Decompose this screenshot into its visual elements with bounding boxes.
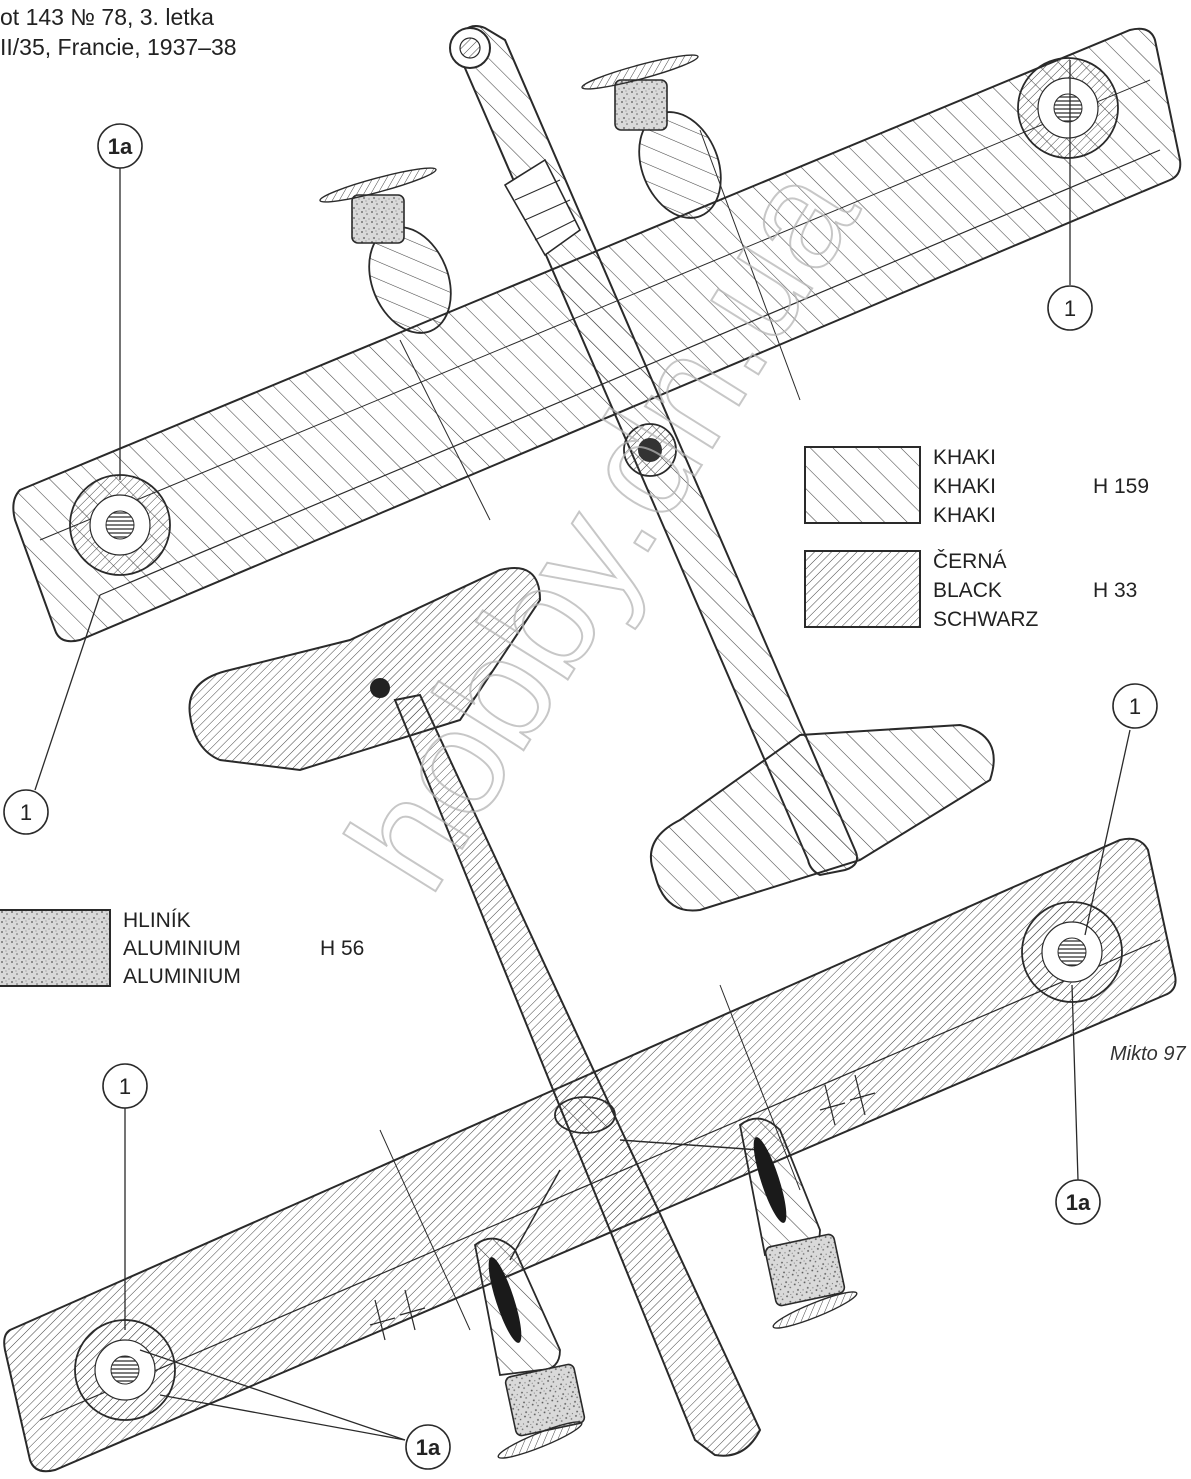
artist-signature: Mikto 97 (1110, 1043, 1186, 1065)
legend-swatch (804, 446, 921, 524)
legend-code: H 33 (1093, 579, 1137, 602)
callout-top-wing-bottom-left: 1 (3, 789, 49, 835)
legend-label: ČERNÁ (933, 550, 1007, 573)
wing-panel-line (399, 339, 491, 521)
callout-label: 1 (1129, 694, 1141, 719)
bottom-view (3, 567, 1177, 1473)
propeller-icon (319, 167, 437, 203)
bomb-racks (369, 1074, 876, 1341)
callout-top-wing-right: 1 (1047, 285, 1093, 331)
legend-label: ALUMINIUM (123, 965, 241, 988)
engine-exhaust (753, 1137, 787, 1223)
top-view (12, 25, 1182, 912)
legend-label: SCHWARZ (933, 608, 1039, 631)
callout-bottom-view-bottom: 1a (405, 1424, 451, 1470)
legend-khaki: KHAKI KHAKI KHAKI H 159 (804, 446, 1149, 527)
callout-bottom-view-right-bottom: 1a (1055, 1179, 1101, 1225)
callout-label: 1 (20, 800, 32, 825)
legend-aluminium: HLINÍK ALUMINIUM ALUMINIUM H 56 (0, 909, 364, 988)
legend-label: KHAKI (933, 475, 996, 498)
strut (509, 1169, 561, 1261)
cockpit-frame (524, 199, 571, 221)
tail-gun-position (370, 678, 390, 698)
callout-bottom-view-left-top: 1 (102, 1063, 148, 1109)
roundel (1017, 57, 1119, 159)
top-view-engine-right (581, 54, 722, 219)
roundel (1021, 901, 1123, 1003)
legend-label: BLACK (933, 579, 1002, 602)
legend-swatch (0, 909, 111, 987)
bottom-view-engine-right (739, 1117, 858, 1329)
legend-black: ČERNÁ BLACK SCHWARZ H 33 (804, 550, 1137, 631)
propeller-icon (581, 54, 699, 90)
legend-label: HLINÍK (123, 909, 191, 932)
roundel (74, 1319, 176, 1421)
legend-code: H 159 (1093, 475, 1149, 498)
legend-label: KHAKI (933, 446, 996, 469)
header: ot 143 № 78, 3. letka II/35, Francie, 19… (0, 2, 237, 62)
legend-swatch (804, 550, 921, 628)
bottom-view-fuselage (393, 693, 762, 1457)
engine-exhaust (488, 1257, 522, 1343)
wing-panel-line (379, 1129, 471, 1331)
cockpit-frame (514, 179, 561, 201)
legend-label: ALUMINIUM (123, 937, 241, 960)
cockpit-glazing (503, 158, 582, 257)
header-line2: II/35, Francie, 1937–38 (0, 34, 237, 60)
dorsal-turret-gun (638, 438, 662, 462)
header-line1: ot 143 № 78, 3. letka (0, 4, 214, 30)
callout-leaders (34, 60, 1131, 1441)
callout-top-wing-left: 1a (97, 123, 143, 169)
cockpit-frame (534, 219, 576, 241)
callout-label: 1 (1064, 296, 1076, 321)
bottom-view-tailplane (188, 567, 542, 772)
callout-label: 1a (1066, 1190, 1091, 1215)
bottom-view-engine-left (474, 1237, 586, 1459)
propeller-icon (497, 1421, 583, 1459)
callout-label: 1 (119, 1074, 131, 1099)
propeller-icon (772, 1291, 858, 1329)
callout-label: 1a (108, 134, 133, 159)
top-view-tailplane (650, 723, 995, 912)
roundel (69, 474, 171, 576)
strut (619, 1139, 761, 1151)
nose-turret-center (459, 37, 481, 59)
callout-bottom-view-right-top: 1 (1112, 683, 1158, 729)
ventral-turret (554, 1096, 616, 1134)
legend-code: H 56 (320, 937, 364, 960)
callout-label: 1a (416, 1435, 441, 1460)
top-view-engine-left (319, 167, 452, 334)
legend-label: KHAKI (933, 504, 996, 527)
